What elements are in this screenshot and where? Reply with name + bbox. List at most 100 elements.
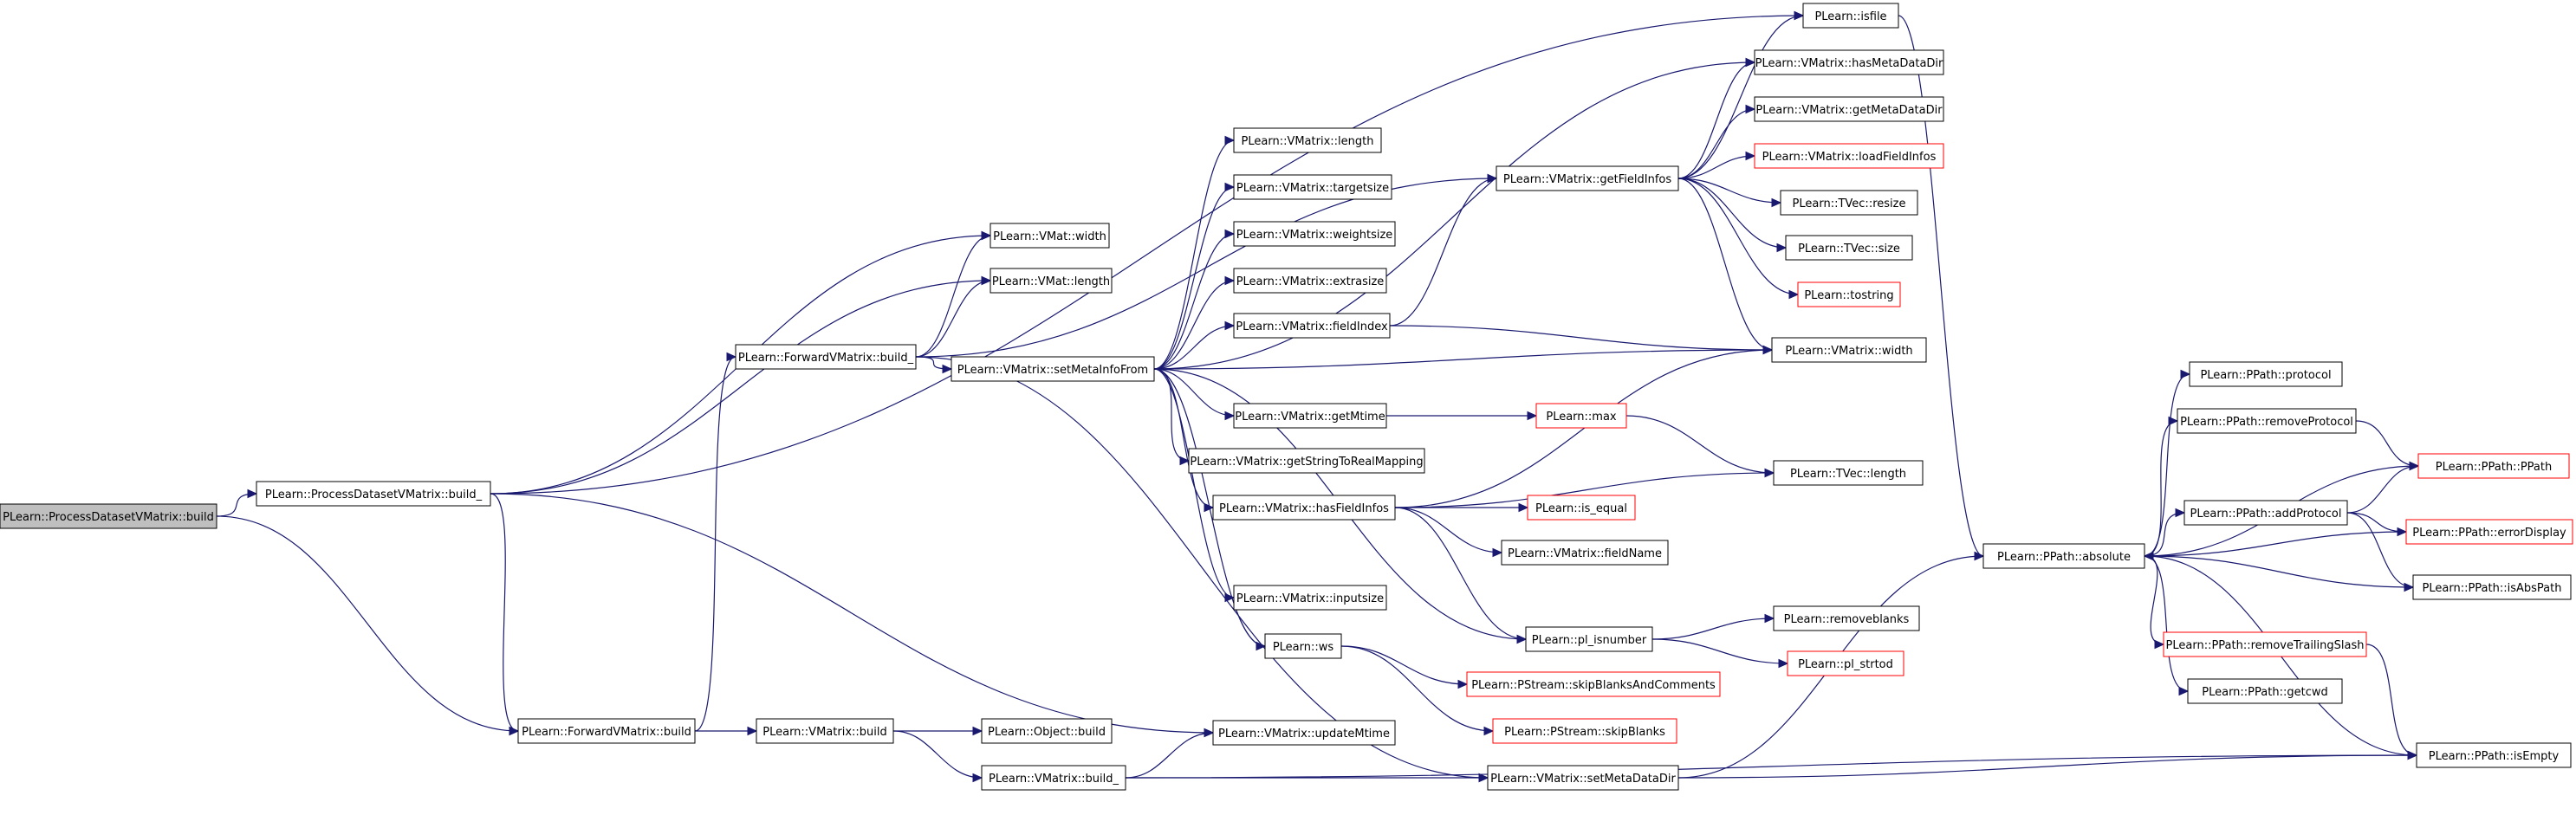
node-getstrtoreal[interactable]: PLearn::VMatrix::getStringToRealMapping xyxy=(1188,448,1425,474)
node-setmetainfofrom[interactable]: PLearn::VMatrix::setMetaInfoFrom xyxy=(951,356,1155,382)
node-vm_width[interactable]: PLearn::VMatrix::width xyxy=(1771,337,1927,363)
node-ppath_isempty[interactable]: PLearn::PPath::isEmpty xyxy=(2416,742,2572,768)
node-hasmetadatadir[interactable]: PLearn::VMatrix::hasMetaDataDir xyxy=(1754,49,1944,75)
node-box-setmetadatadir[interactable] xyxy=(1487,765,1679,791)
node-setmetadatadir[interactable]: PLearn::VMatrix::setMetaDataDir xyxy=(1487,765,1679,791)
node-box-is_equal[interactable] xyxy=(1527,495,1636,521)
node-box-ppath_isabspath[interactable] xyxy=(2412,574,2572,600)
node-box-weightsize[interactable] xyxy=(1233,221,1396,247)
node-box-ppath_absolute[interactable] xyxy=(1982,543,2145,569)
node-updatemtime[interactable]: PLearn::VMatrix::updateMtime xyxy=(1212,720,1396,746)
node-box-skipblanksandcomments[interactable] xyxy=(1466,671,1721,697)
node-tvec_resize[interactable]: PLearn::TVec::resize xyxy=(1780,190,1918,216)
node-tvec_size[interactable]: PLearn::TVec::size xyxy=(1785,235,1913,261)
node-ppath_addprotocol[interactable]: PLearn::PPath::addProtocol xyxy=(2183,500,2348,526)
node-vmat_width[interactable]: PLearn::VMat::width xyxy=(990,223,1110,249)
node-ppath_isabspath[interactable]: PLearn::PPath::isAbsPath xyxy=(2412,574,2572,600)
node-box-skipblanks[interactable] xyxy=(1492,718,1677,744)
node-box-max[interactable] xyxy=(1535,403,1627,429)
node-box-ppath_removetrailingslash[interactable] xyxy=(2163,631,2367,657)
node-getmetadatadir[interactable]: PLearn::VMatrix::getMetaDataDir xyxy=(1754,96,1944,122)
node-box-updatemtime[interactable] xyxy=(1212,720,1396,746)
node-box-object_build[interactable] xyxy=(981,718,1113,744)
node-box-loadfieldinfos[interactable] xyxy=(1754,143,1944,169)
node-box-vmatrix_build[interactable] xyxy=(756,718,894,744)
node-box-setmetainfofrom[interactable] xyxy=(951,356,1155,382)
node-box-fwd_build[interactable] xyxy=(517,718,696,744)
node-loadfieldinfos[interactable]: PLearn::VMatrix::loadFieldInfos xyxy=(1754,143,1944,169)
node-skipblanksandcomments[interactable]: PLearn::PStream::skipBlanksAndComments xyxy=(1466,671,1721,697)
node-box-ppath_getcwd[interactable] xyxy=(2187,678,2343,704)
node-box-vmat_length[interactable] xyxy=(990,268,1113,294)
node-box-vmatrix_build_[interactable] xyxy=(981,765,1126,791)
node-box-tvec_length[interactable] xyxy=(1773,460,1924,486)
node-object_build[interactable]: PLearn::Object::build xyxy=(981,718,1113,744)
node-box-tvec_size[interactable] xyxy=(1785,235,1913,261)
node-hasfieldinfos[interactable]: PLearn::VMatrix::hasFieldInfos xyxy=(1212,495,1396,521)
node-box-getmetadatadir[interactable] xyxy=(1754,96,1944,122)
node-removeblanks[interactable]: PLearn::removeblanks xyxy=(1773,605,1920,631)
node-ppath_errordisplay[interactable]: PLearn::PPath::errorDisplay xyxy=(2405,519,2573,545)
node-box-inputsize[interactable] xyxy=(1233,585,1387,611)
node-box-ppath_isempty[interactable] xyxy=(2416,742,2572,768)
node-ppath_absolute[interactable]: PLearn::PPath::absolute xyxy=(1982,543,2145,569)
node-box-hasmetadatadir[interactable] xyxy=(1754,49,1944,75)
node-box-getstrtoreal[interactable] xyxy=(1188,448,1425,474)
node-targetsize[interactable]: PLearn::VMatrix::targetsize xyxy=(1233,174,1392,200)
node-box-fwd_build_[interactable] xyxy=(735,344,917,370)
node-max[interactable]: PLearn::max xyxy=(1535,403,1627,429)
node-box-pl_isnumber[interactable] xyxy=(1525,626,1653,652)
node-is_equal[interactable]: PLearn::is_equal xyxy=(1527,495,1636,521)
node-box-tostring[interactable] xyxy=(1797,281,1901,307)
node-vmat_length[interactable]: PLearn::VMat::length xyxy=(990,268,1113,294)
node-box-getfieldinfos[interactable] xyxy=(1496,165,1679,191)
node-ppath_getcwd[interactable]: PLearn::PPath::getcwd xyxy=(2187,678,2343,704)
node-box-isfile[interactable] xyxy=(1802,3,1899,29)
node-pl_strtod[interactable]: PLearn::pl_strtod xyxy=(1787,650,1904,676)
node-fwd_build_[interactable]: PLearn::ForwardVMatrix::build_ xyxy=(735,344,917,370)
node-box-ppath_addprotocol[interactable] xyxy=(2183,500,2348,526)
node-getmtime[interactable]: PLearn::VMatrix::getMtime xyxy=(1233,403,1387,429)
node-box-vm_length[interactable] xyxy=(1233,127,1382,153)
node-vmatrix_build_[interactable]: PLearn::VMatrix::build_ xyxy=(981,765,1126,791)
node-box-pl_strtod[interactable] xyxy=(1787,650,1904,676)
node-box-targetsize[interactable] xyxy=(1233,174,1392,200)
node-ppath_removetrailingslash[interactable]: PLearn::PPath::removeTrailingSlash xyxy=(2163,631,2367,657)
node-box-removeblanks[interactable] xyxy=(1773,605,1920,631)
node-box-tvec_resize[interactable] xyxy=(1780,190,1918,216)
node-ppath_removeprotocol[interactable]: PLearn::PPath::removeProtocol xyxy=(2177,408,2357,434)
node-box-fieldname[interactable] xyxy=(1501,540,1669,566)
node-ppath_protocol[interactable]: PLearn::PPath::protocol xyxy=(2189,361,2343,387)
node-box-pdv_build_[interactable] xyxy=(256,481,491,507)
node-isfile[interactable]: PLearn::isfile xyxy=(1802,3,1899,29)
node-tostring[interactable]: PLearn::tostring xyxy=(1797,281,1901,307)
node-box-ws[interactable] xyxy=(1264,633,1342,659)
node-vmatrix_build[interactable]: PLearn::VMatrix::build xyxy=(756,718,894,744)
node-ppath_ppath[interactable]: PLearn::PPath::PPath xyxy=(2417,453,2570,479)
node-tvec_length[interactable]: PLearn::TVec::length xyxy=(1773,460,1924,486)
node-box-fieldindex[interactable] xyxy=(1233,313,1391,339)
node-vm_length[interactable]: PLearn::VMatrix::length xyxy=(1233,127,1382,153)
node-box-ppath_removeprotocol[interactable] xyxy=(2177,408,2357,434)
node-box-root[interactable] xyxy=(0,503,217,529)
node-fwd_build[interactable]: PLearn::ForwardVMatrix::build xyxy=(517,718,696,744)
node-weightsize[interactable]: PLearn::VMatrix::weightsize xyxy=(1233,221,1396,247)
node-ws[interactable]: PLearn::ws xyxy=(1264,633,1342,659)
node-pl_isnumber[interactable]: PLearn::pl_isnumber xyxy=(1525,626,1653,652)
node-fieldname[interactable]: PLearn::VMatrix::fieldName xyxy=(1501,540,1669,566)
node-box-extrasize[interactable] xyxy=(1233,268,1387,294)
node-box-vm_width[interactable] xyxy=(1771,337,1927,363)
node-box-getmtime[interactable] xyxy=(1233,403,1387,429)
node-box-ppath_ppath[interactable] xyxy=(2417,453,2570,479)
node-box-ppath_protocol[interactable] xyxy=(2189,361,2343,387)
node-getfieldinfos[interactable]: PLearn::VMatrix::getFieldInfos xyxy=(1496,165,1679,191)
node-box-vmat_width[interactable] xyxy=(990,223,1110,249)
node-box-ppath_errordisplay[interactable] xyxy=(2405,519,2573,545)
node-box-hasfieldinfos[interactable] xyxy=(1212,495,1396,521)
node-root[interactable]: PLearn::ProcessDatasetVMatrix::build xyxy=(0,503,217,529)
node-pdv_build_[interactable]: PLearn::ProcessDatasetVMatrix::build_ xyxy=(256,481,491,507)
node-skipblanks[interactable]: PLearn::PStream::skipBlanks xyxy=(1492,718,1677,744)
node-inputsize[interactable]: PLearn::VMatrix::inputsize xyxy=(1233,585,1387,611)
node-fieldindex[interactable]: PLearn::VMatrix::fieldIndex xyxy=(1233,313,1391,339)
node-extrasize[interactable]: PLearn::VMatrix::extrasize xyxy=(1233,268,1387,294)
